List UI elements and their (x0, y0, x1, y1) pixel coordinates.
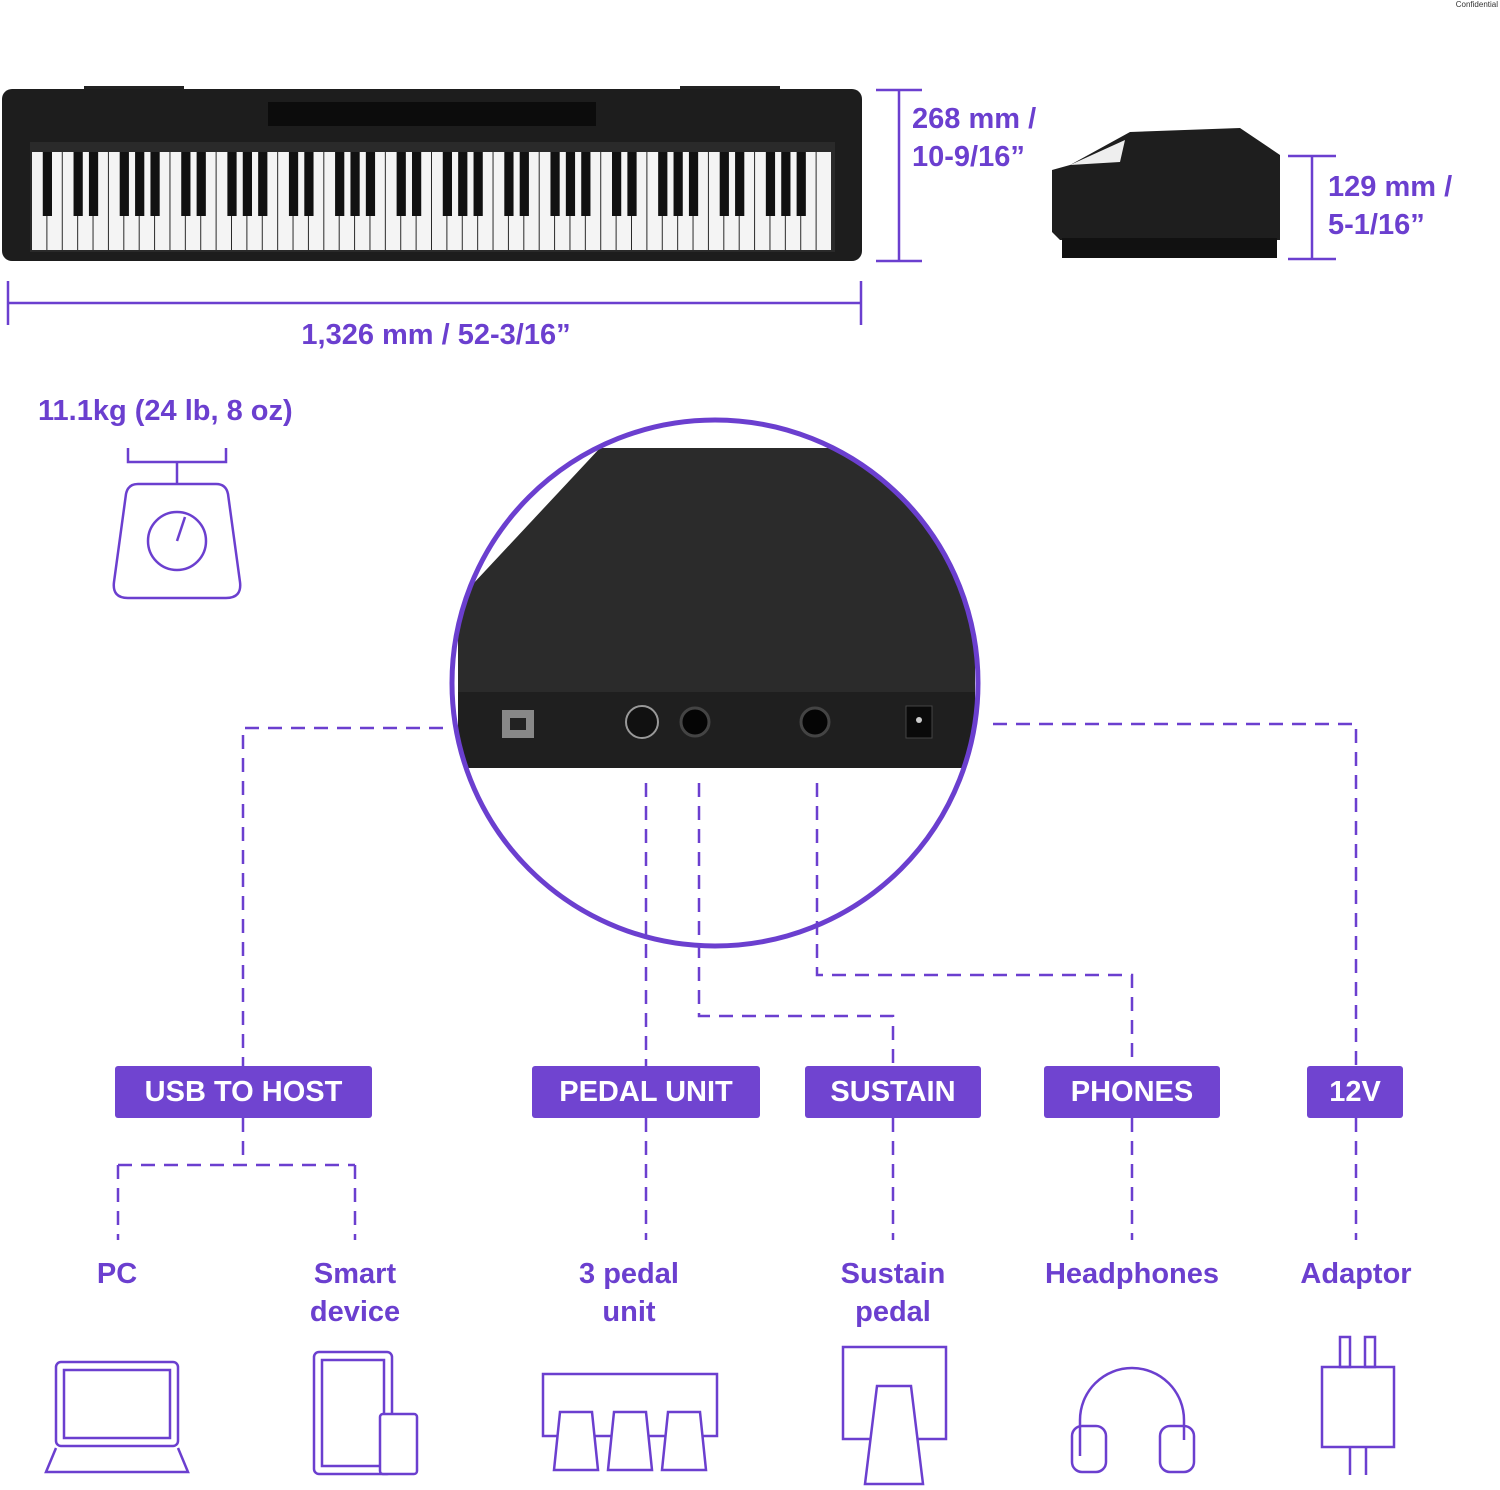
black-key (242, 152, 252, 216)
line: Sustain (840, 1258, 946, 1290)
depth-dimension-label: 129 mm / 5-1/16” (1328, 168, 1452, 244)
pedal-unit-icon (541, 1372, 719, 1472)
black-key (73, 152, 83, 216)
black-key (581, 152, 591, 216)
headphones-icon (1070, 1366, 1196, 1474)
connector-lines (116, 722, 1358, 1240)
black-key (688, 152, 699, 216)
black-key (612, 152, 622, 216)
laptop-icon (44, 1360, 190, 1474)
black-key (765, 152, 776, 216)
black-key (796, 152, 806, 216)
piano-side-image (1052, 128, 1280, 258)
badge-pedal-unit: PEDAL UNIT (532, 1066, 760, 1118)
piano-front-image (2, 86, 862, 261)
device-pc: PC (96, 1258, 138, 1290)
black-key (627, 152, 637, 216)
black-key (227, 152, 237, 216)
black-key (550, 152, 560, 216)
black-key (565, 152, 576, 216)
black-key (42, 152, 52, 216)
device-3-pedal-unit: 3 pedal unit (579, 1255, 679, 1331)
depth-mm: 129 mm / (1328, 171, 1453, 203)
line: unit (602, 1296, 656, 1328)
line: Smart (313, 1258, 397, 1290)
black-key (458, 152, 468, 216)
black-key (735, 152, 745, 216)
black-key (88, 152, 99, 216)
black-key (119, 152, 129, 216)
device-adaptor: Adaptor (1300, 1258, 1412, 1290)
device-smart-device: Smart device (310, 1255, 400, 1331)
black-key (258, 152, 268, 216)
rear-panel-closeup (454, 422, 976, 944)
black-key (335, 152, 345, 216)
weight-label: 11.1kg (24 lb, 8 oz) (38, 395, 293, 427)
black-key (658, 152, 668, 216)
badge-phones: PHONES (1044, 1066, 1220, 1118)
sustain-pedal-icon (841, 1345, 948, 1486)
black-key (673, 152, 683, 216)
zoom-circle (449, 417, 981, 949)
black-key (719, 152, 729, 216)
black-key (781, 152, 791, 216)
line: 3 pedal (579, 1258, 679, 1290)
black-key (196, 152, 206, 216)
height-in: 10-9/16” (912, 141, 1025, 173)
black-key (396, 152, 406, 216)
width-dimension-label: 1,326 mm / 52-3/16” (301, 319, 571, 351)
black-key (504, 152, 514, 216)
black-key (365, 152, 376, 216)
device-headphones: Headphones (1044, 1258, 1220, 1290)
badge-sustain: SUSTAIN (805, 1066, 981, 1118)
depth-in: 5-1/16” (1328, 209, 1425, 241)
line: pedal (855, 1296, 931, 1328)
black-key (181, 152, 191, 216)
black-key (304, 152, 314, 216)
black-key (350, 152, 360, 216)
scale-icon (112, 448, 242, 600)
black-key (412, 152, 422, 216)
smart-device-icon (312, 1350, 419, 1476)
adaptor-icon (1320, 1335, 1396, 1475)
black-key (135, 152, 145, 216)
height-mm: 268 mm / (912, 103, 1037, 135)
dimension-lines (6, 88, 1336, 325)
badge-12v: 12V (1307, 1066, 1403, 1118)
line: device (309, 1296, 401, 1328)
white-key (816, 152, 831, 250)
black-key (288, 152, 299, 216)
black-key (442, 152, 452, 216)
confidential-label: Confidential (1455, 0, 1498, 9)
black-key (519, 152, 529, 216)
height-dimension-label: 268 mm / 10-9/16” (912, 100, 1036, 176)
black-key (150, 152, 160, 216)
black-key (473, 152, 483, 216)
badge-usb-to-host: USB TO HOST (115, 1066, 372, 1118)
device-sustain-pedal: Sustain pedal (841, 1255, 946, 1331)
